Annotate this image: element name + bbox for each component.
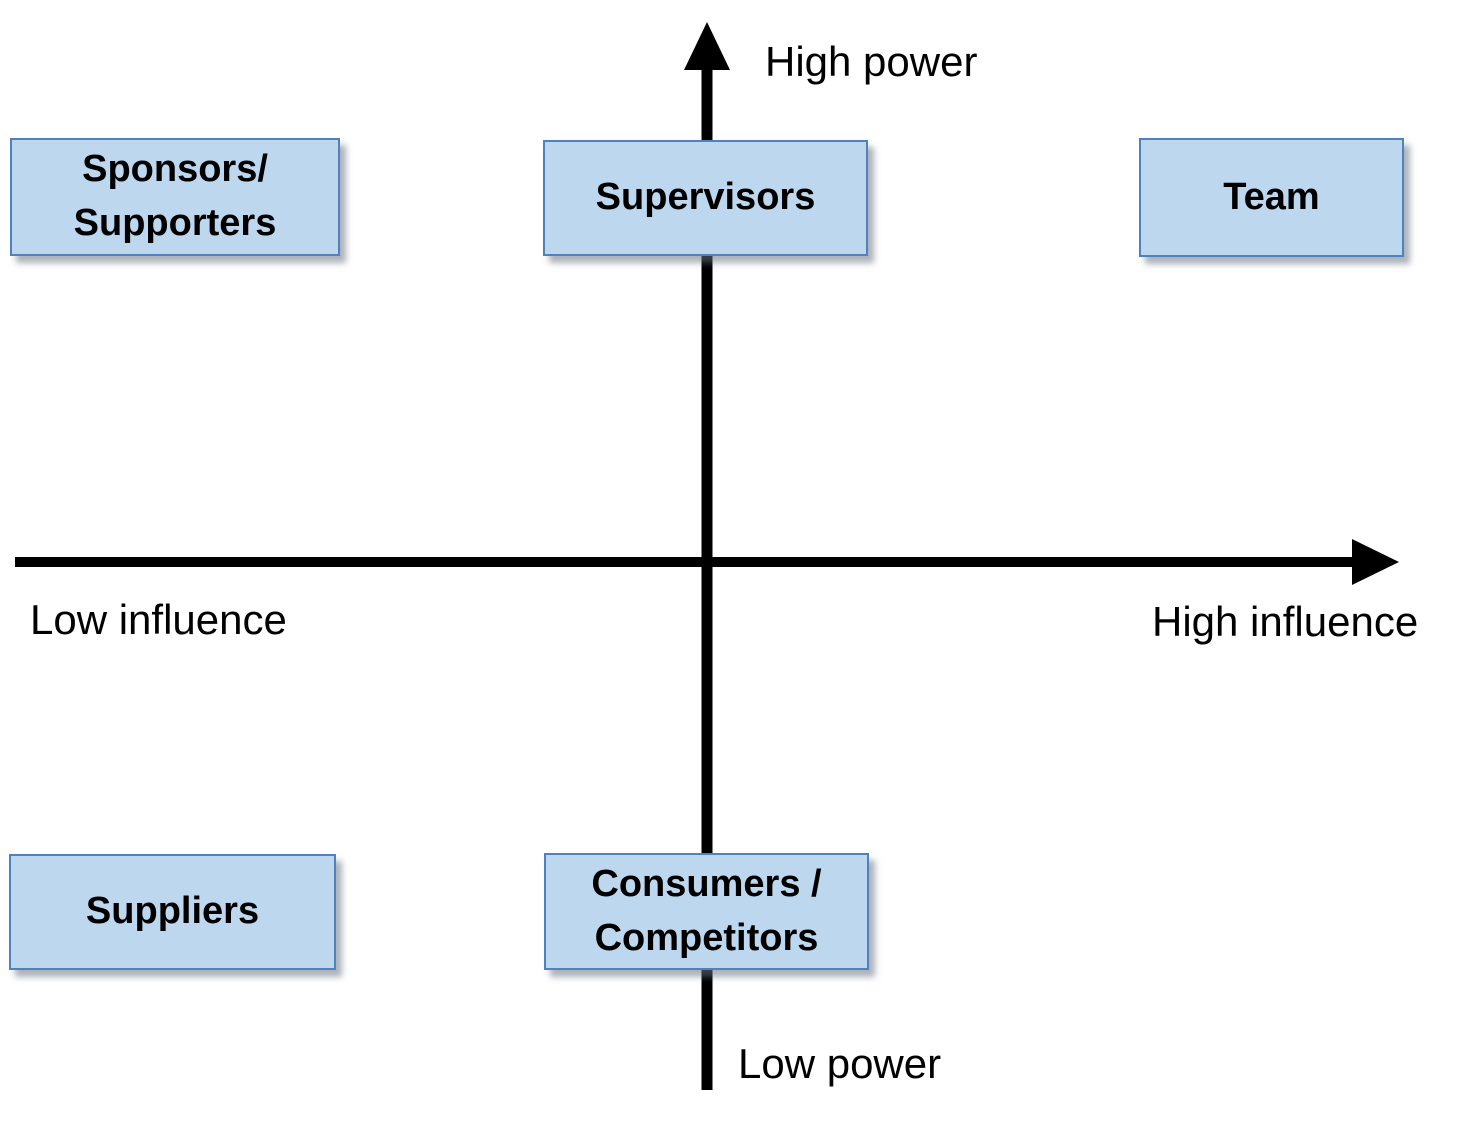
low-influence-axis-label: Low influence <box>30 596 287 643</box>
high-power-axis-label: High power <box>765 38 978 85</box>
box-team[interactable]: Team <box>1139 138 1404 257</box>
box-consumers-competitors[interactable]: Consumers / Competitors <box>544 853 869 970</box>
box-sponsors-label-line2: Supporters <box>73 202 277 244</box>
high-influence-axis-label: High influence <box>1152 598 1419 645</box>
up-arrowhead-icon <box>684 22 730 70</box>
low-power-axis-label: Low power <box>738 1040 942 1087</box>
box-consumers-label-line2: Competitors <box>594 916 819 959</box>
box-team-label: Team <box>1223 175 1320 218</box>
box-consumers-label-line1: Consumers / <box>591 862 822 905</box>
box-supervisors-label: Supervisors <box>595 176 816 219</box>
box-sponsors-supporters[interactable]: Sponsors/ Supporters <box>10 138 340 256</box>
box-suppliers-label: Suppliers <box>85 890 260 933</box>
right-arrowhead-icon <box>1352 539 1399 585</box>
box-sponsors-label-line1: Sponsors/ <box>82 148 268 191</box>
box-suppliers[interactable]: Suppliers <box>9 854 336 970</box>
box-supervisors[interactable]: Supervisors <box>543 140 868 256</box>
